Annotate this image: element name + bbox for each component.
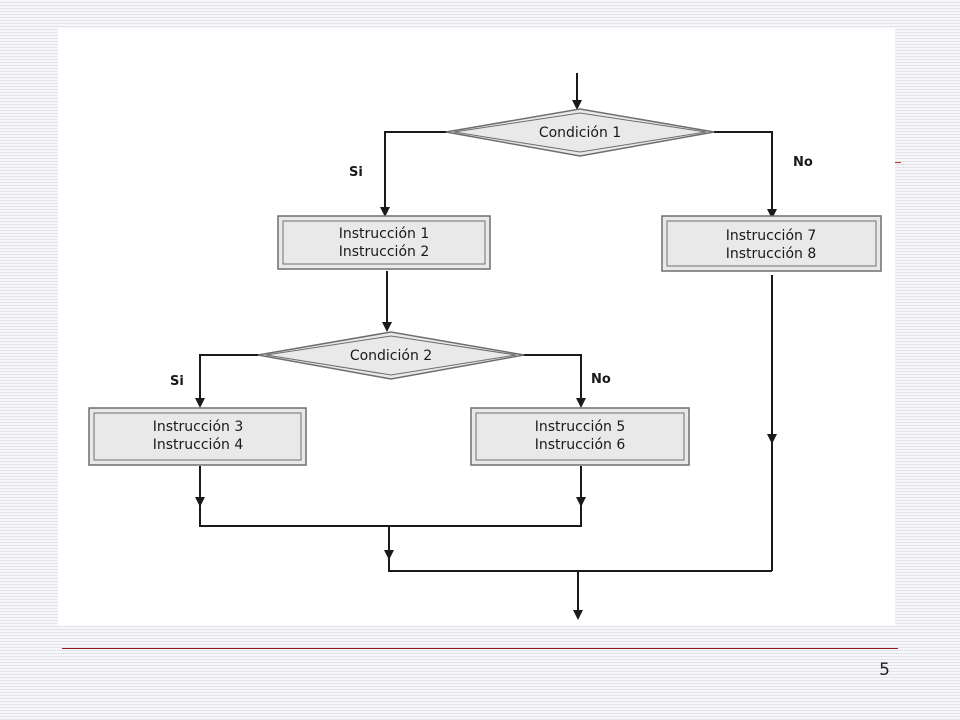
flowchart: Condición 1 Condición 2 Instrucción 1 In… xyxy=(88,73,882,620)
side-accent-tick xyxy=(895,162,901,163)
cond1-yes-connector xyxy=(380,131,448,217)
instruction-block-7-8: Instrucción 7 Instrucción 8 xyxy=(661,215,882,272)
page-number: 5 xyxy=(879,660,890,680)
instruction-7-text: Instrucción 7 xyxy=(726,228,817,244)
instruction-5-text: Instrucción 5 xyxy=(535,419,626,435)
condition-1-node: Condición 1 xyxy=(445,108,715,157)
instruction-block-1-2: Instrucción 1 Instrucción 2 xyxy=(277,215,491,270)
instruction-2-text: Instrucción 2 xyxy=(339,244,430,260)
cond2-merge-line xyxy=(199,505,582,527)
cond1-no-connector xyxy=(714,131,777,219)
instruction-1-text: Instrucción 1 xyxy=(339,226,430,242)
cond2-no-connector xyxy=(521,354,586,408)
condition-2-node: Condición 2 xyxy=(257,331,525,380)
footer-rule xyxy=(62,648,898,649)
connectors xyxy=(195,73,777,620)
cond1-yes-label: Si xyxy=(349,165,363,180)
final-merge-line xyxy=(388,558,772,572)
instruction-block-3-4: Instrucción 3 Instrucción 4 xyxy=(88,407,307,466)
flowchart-panel: Condición 1 Condición 2 Instrucción 1 In… xyxy=(58,28,895,626)
cond1-no-label: No xyxy=(793,155,813,170)
cond2-no-label: No xyxy=(591,372,611,387)
instruction-block-5-6: Instrucción 5 Instrucción 6 xyxy=(470,407,690,466)
condition-2-label: Condición 2 xyxy=(350,348,432,364)
instruction-8-text: Instrucción 8 xyxy=(726,246,817,262)
cond2-yes-label: Si xyxy=(170,374,184,389)
instruction-4-text: Instrucción 4 xyxy=(153,437,244,453)
cond2-yes-connector xyxy=(195,354,260,408)
condition-1-label: Condición 1 xyxy=(539,125,621,141)
instruction-3-text: Instrucción 3 xyxy=(153,419,244,435)
instruction-6-text: Instrucción 6 xyxy=(535,437,626,453)
